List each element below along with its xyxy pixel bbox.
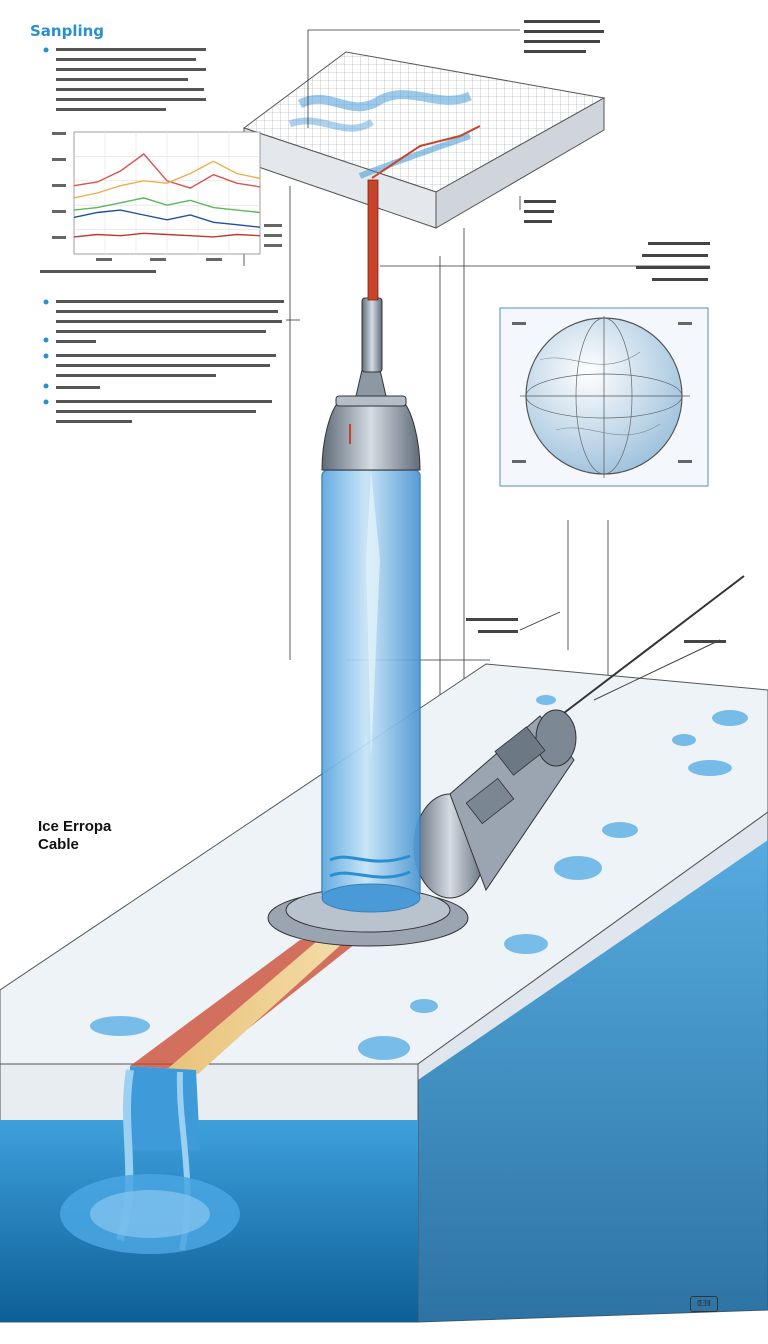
chart-series-line-1 — [73, 153, 261, 189]
probe-rod — [367, 179, 379, 301]
line-chart — [52, 131, 282, 261]
sphere-inset — [499, 307, 709, 487]
diagram-title: Sanpling — [30, 22, 105, 40]
text-block-intro — [56, 48, 206, 111]
chart-series — [73, 153, 261, 238]
chart-series-line-5 — [73, 232, 261, 238]
melt-pools — [90, 695, 748, 1060]
text-block-lower — [40, 270, 284, 423]
surface-mesh-plate — [242, 51, 606, 229]
chart-series-line-2 — [73, 160, 261, 199]
sample-tube — [321, 469, 421, 913]
melt-trench — [60, 940, 360, 1254]
bullets — [43, 47, 49, 405]
main-label-line1: Ice Erropa — [38, 818, 112, 835]
tube-cap — [321, 297, 421, 471]
footer-badge: ŒƎⅡ — [690, 1296, 718, 1312]
chart-series-line-4 — [73, 209, 261, 228]
cable-probe — [413, 575, 745, 899]
main-label-line2: Cable — [38, 836, 79, 853]
chart-series-line-3 — [73, 197, 261, 214]
chart-tick-placeholders — [52, 132, 282, 261]
annotation-placeholders — [466, 20, 726, 643]
